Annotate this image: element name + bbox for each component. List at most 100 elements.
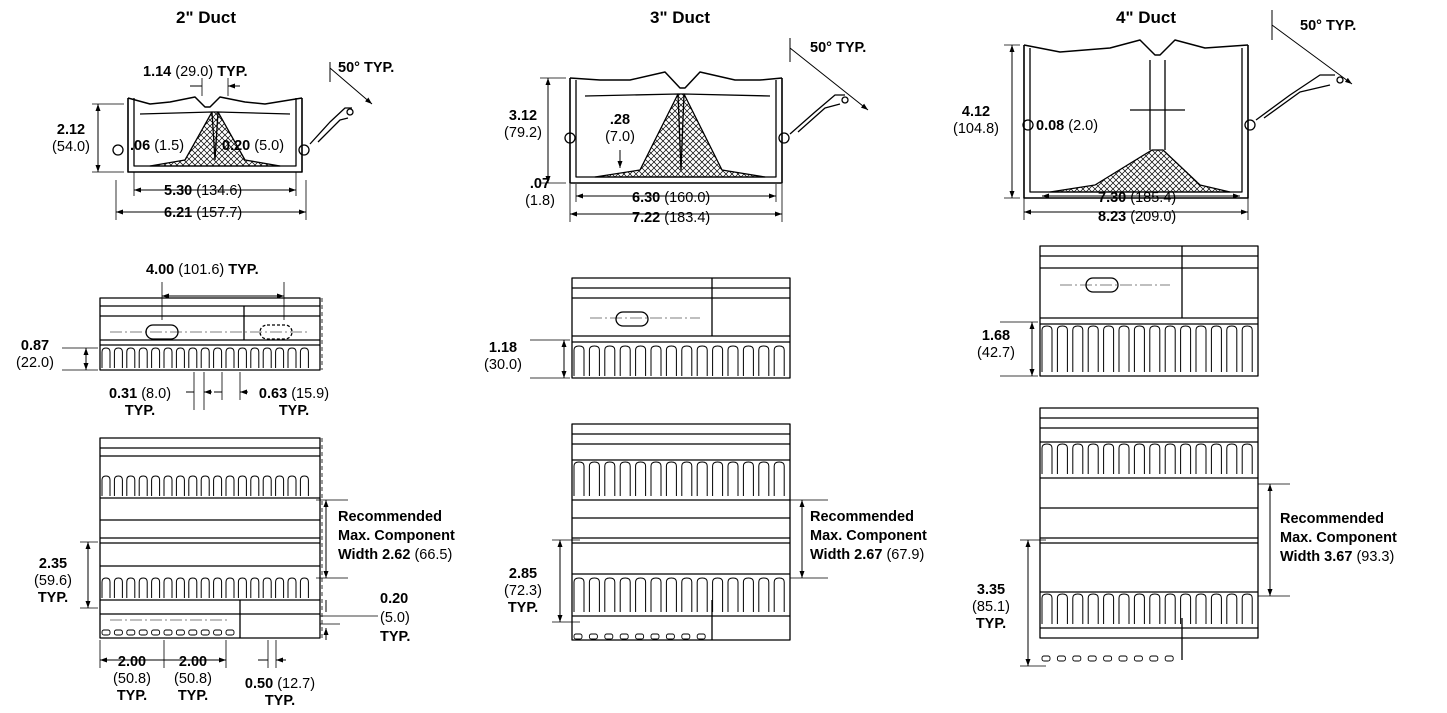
comb-finger [126,577,136,598]
comb-finger [175,475,185,496]
comb-finger [742,461,754,496]
duct2-finger-width-label: 0.63 (15.9)TYP. [258,386,330,419]
comb-finger [635,461,647,496]
duct3-finger-height-label: 1.18(30.0) [484,340,522,373]
duct4-angle-label: 50° TYP. [1300,18,1357,34]
comb-finger [1164,593,1176,624]
comb-finger [619,345,631,376]
duct3-title: 3" Duct [650,8,711,27]
comb-finger [163,347,173,368]
comb-finger [696,461,708,496]
comb-finger [1056,593,1068,624]
comb-finger [213,577,223,598]
comb-finger [299,475,309,496]
comb-finger [237,577,247,598]
comb-finger [101,577,111,598]
duct2-pitch-label: 4.00 (101.6) TYP. [146,262,259,278]
chain-link [225,629,235,636]
comb-finger [163,577,173,598]
comb-finger [250,347,260,368]
duct4-height-label: 4.12(104.8) [953,104,999,137]
duct2-height-label: 2.12(54.0) [52,122,90,155]
chain-link [635,633,645,640]
chain-link [175,629,185,636]
duct4-top-view [1020,407,1290,667]
chain-link [163,629,173,636]
comb-finger [237,475,247,496]
duct3-outer-width-label: 7.22 (183.4) [632,210,711,226]
comb-finger [237,347,247,368]
comb-finger [1164,325,1176,372]
chain-link [1056,655,1066,662]
comb-finger [727,461,739,496]
chain-link [151,629,161,636]
chain-link [1041,655,1051,662]
comb-finger [742,345,754,376]
comb-finger [1164,443,1176,474]
comb-finger [1087,325,1099,372]
comb-finger [1195,325,1207,372]
comb-finger [188,475,198,496]
comb-finger [773,461,785,496]
comb-finger [758,461,770,496]
comb-finger [1241,593,1253,624]
duct3-top-view [552,423,828,641]
duct2-slot-width-label: 1.14 (29.0) TYP. [143,64,248,80]
comb-finger [1195,593,1207,624]
comb-finger [1133,443,1145,474]
chain-link [1149,655,1159,662]
comb-finger [1149,443,1161,474]
comb-finger [727,345,739,376]
comb-fingers [101,325,1253,662]
comb-finger [573,345,585,376]
comb-finger [1103,593,1115,624]
comb-finger [650,577,662,612]
comb-finger [126,347,136,368]
comb-finger [1226,593,1238,624]
duct4-inner-width-label: 7.30 (185.4) [1098,190,1177,206]
comb-finger [1210,443,1222,474]
comb-finger [573,577,585,612]
chain-link [200,629,210,636]
comb-finger [163,475,173,496]
comb-finger [275,347,285,368]
comb-finger [650,345,662,376]
comb-finger [138,475,148,496]
comb-finger [665,577,677,612]
comb-finger [250,577,260,598]
chain-link [113,629,123,636]
chain-link [588,633,598,640]
comb-finger [1149,593,1161,624]
chain-link [213,629,223,636]
comb-finger [1103,325,1115,372]
comb-finger [696,577,708,612]
comb-finger [175,577,185,598]
comb-finger [588,461,600,496]
chain-link [696,633,706,640]
comb-finger [727,577,739,612]
duct2-title: 2" Duct [176,8,237,27]
comb-finger [287,475,297,496]
duct4-finger-height-label: 1.68(42.7) [977,328,1015,361]
comb-finger [101,347,111,368]
comb-finger [151,347,161,368]
comb-finger [1118,593,1130,624]
chain-link [1103,655,1113,662]
comb-finger [262,475,272,496]
comb-finger [635,345,647,376]
comb-finger [250,475,260,496]
comb-finger [113,347,123,368]
duct2-span-label: 2.35(59.6)TYP. [34,556,72,606]
comb-finger [213,347,223,368]
comb-finger [200,475,210,496]
duct2-cross-section [92,62,372,220]
comb-finger [275,577,285,598]
comb-finger [200,577,210,598]
comb-finger [1180,593,1192,624]
comb-finger [1056,443,1068,474]
duct2-wall-label: .06 (1.5) [130,138,185,154]
comb-finger [619,461,631,496]
comb-finger [758,577,770,612]
